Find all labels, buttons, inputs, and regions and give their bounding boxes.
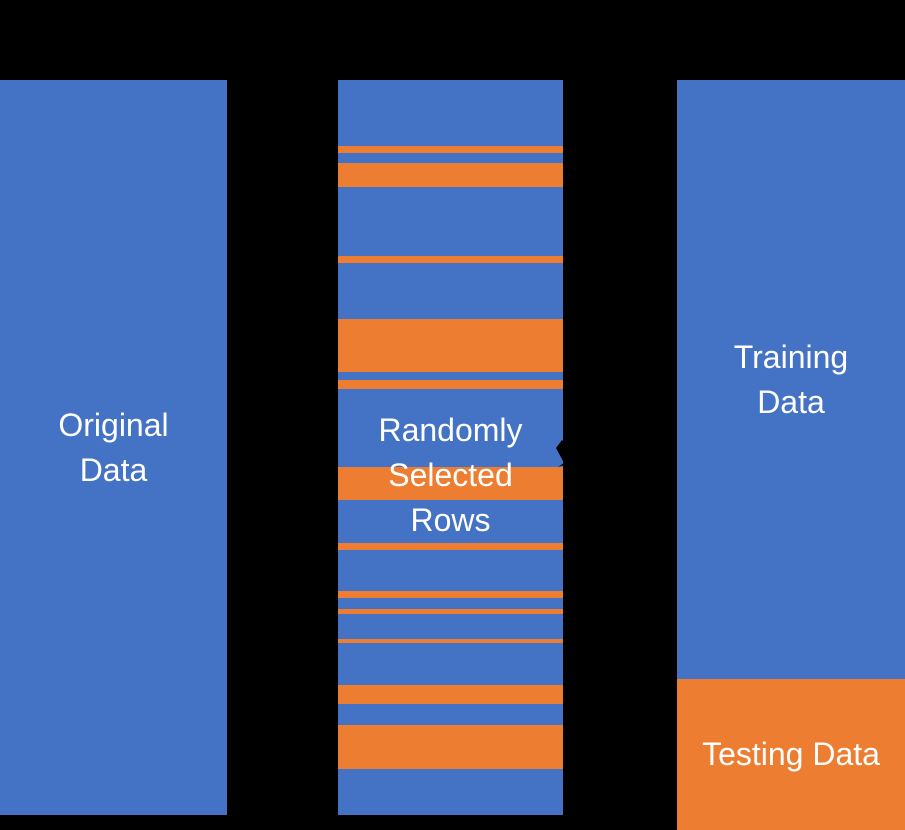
random-rows-block: Randomly Selected Rows <box>338 80 563 815</box>
label-line: Rows <box>410 502 491 538</box>
row-stripe <box>338 319 563 372</box>
row-stripe <box>338 256 563 263</box>
row-stripe <box>338 263 563 319</box>
row-stripe <box>338 685 563 704</box>
label-line: Data <box>757 383 825 420</box>
label-line: Original <box>58 406 169 443</box>
row-stripe <box>338 614 563 639</box>
row-stripe <box>338 146 563 153</box>
row-stripe <box>338 543 563 550</box>
row-stripe <box>338 704 563 725</box>
row-stripe <box>338 591 563 598</box>
row-stripe <box>338 609 563 614</box>
row-stripe <box>338 389 563 467</box>
training-data-section: Training Data <box>677 80 905 679</box>
row-stripe <box>338 153 563 163</box>
random-rows-label: Randomly Selected Rows <box>338 408 563 543</box>
label-line: Data <box>79 451 148 488</box>
row-stripe <box>338 372 563 380</box>
label-line: Randomly <box>378 412 523 448</box>
arrowhead-icon <box>556 440 574 467</box>
row-stripe <box>338 80 563 146</box>
split-data-block: Training Data Testing Data <box>677 80 905 830</box>
row-stripe <box>338 643 563 685</box>
label-line: Selected <box>388 457 513 493</box>
row-stripe <box>338 380 563 389</box>
row-stripe <box>338 187 563 256</box>
row-stripe <box>338 769 563 815</box>
original-data-block: Original Data <box>0 80 227 815</box>
row-stripe <box>338 467 563 500</box>
label-line: Testing Data <box>702 736 880 772</box>
row-stripe <box>338 550 563 591</box>
label-line: Training <box>733 338 849 375</box>
row-stripe <box>338 639 563 643</box>
row-stripe <box>338 598 563 609</box>
row-stripe <box>338 163 563 187</box>
row-stripe <box>338 500 563 543</box>
original-data-label: Original Data <box>58 403 168 493</box>
testing-data-section: Testing Data <box>677 679 905 830</box>
testing-data-label: Testing Data <box>702 732 880 777</box>
training-data-label: Training Data <box>734 335 848 425</box>
row-stripe <box>338 725 563 769</box>
